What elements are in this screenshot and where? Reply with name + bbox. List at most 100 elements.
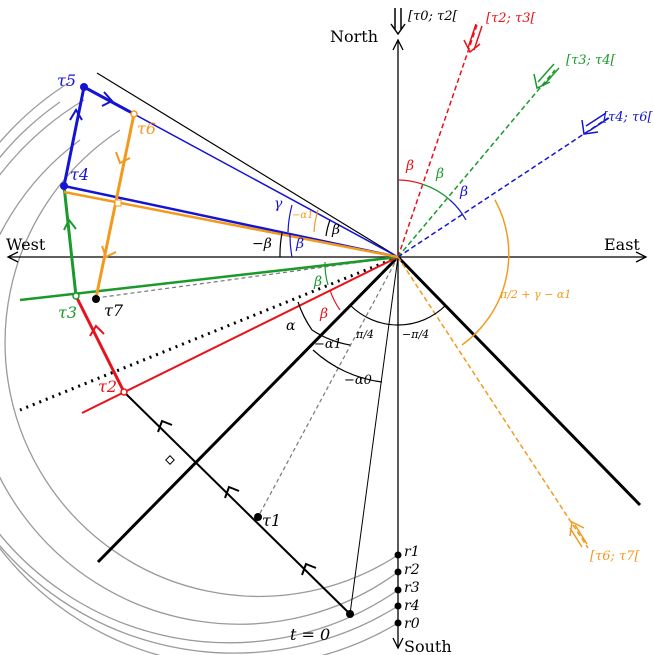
arc-gamma <box>287 204 293 233</box>
arc-r2 <box>0 139 399 625</box>
label-minus-pi4: −π/4 <box>402 328 429 341</box>
label-south: South <box>404 637 452 655</box>
label-tau7: τ7 <box>104 301 124 320</box>
arc-r4 <box>0 81 399 654</box>
sector-boundaries <box>96 255 642 564</box>
point-tau4 <box>60 182 68 190</box>
label-beta-blue-left: β <box>295 236 304 252</box>
wind-ray-green <box>397 69 556 258</box>
label-wind-1: [τ0; τ2[ <box>408 9 459 24</box>
wind-arrow-north <box>390 8 406 36</box>
black-path <box>123 391 351 615</box>
point-tau1 <box>254 513 262 521</box>
arc-minus-pi4 <box>397 304 447 326</box>
point-r1 <box>394 551 402 559</box>
angle-labels: β β β γ −α1 β −β β β β α −α1 −α0 π/4 −π/… <box>252 158 571 388</box>
trajectory-points <box>60 83 402 627</box>
wind-rays <box>397 21 609 549</box>
east-arrowhead <box>635 251 648 263</box>
label-wind-3: [τ3; τ4[ <box>566 53 617 68</box>
red-leg <box>74 295 126 393</box>
label-orange-angle: π/2 + γ − α1 <box>499 288 571 301</box>
label-gamma: γ <box>274 196 283 212</box>
wind-arrow-orange <box>569 520 588 548</box>
arc-beta-blue <box>449 199 467 221</box>
arc-r1 <box>4 129 399 598</box>
point-start <box>346 610 354 618</box>
point-tau7 <box>92 295 100 303</box>
green-leg <box>62 185 78 297</box>
point-r4 <box>394 602 402 610</box>
black-path-line <box>123 391 351 615</box>
orange-square-mark <box>114 199 122 207</box>
wind-interval-labels: [τ0; τ2[ [τ2; τ3[ [τ3; τ4[ [τ4; τ6[ [τ6;… <box>408 9 654 564</box>
right-angle-mark <box>165 455 175 465</box>
label-tau3: τ3 <box>58 303 77 322</box>
label-r0: r0 <box>404 616 420 632</box>
gray-dashed-ray-1 <box>257 256 399 518</box>
label-beta-blue: β <box>459 184 468 200</box>
label-r1: r1 <box>404 544 420 560</box>
wind-arrow-blue <box>581 112 610 135</box>
blue-chevron-2 <box>101 91 114 107</box>
orange-chevron-1 <box>115 151 131 165</box>
arc-beta-red <box>397 179 423 185</box>
label-beta-green-left: β <box>313 274 322 290</box>
label-r3: r3 <box>404 580 420 596</box>
compass-axes <box>6 38 648 650</box>
point-tau2 <box>120 388 128 396</box>
label-minus-alpha1: −α1 <box>314 337 342 352</box>
arc-alpha <box>297 301 313 331</box>
point-tau6 <box>130 110 138 118</box>
point-r2 <box>394 568 402 576</box>
arc-orange <box>461 199 510 346</box>
arc-alpha1 <box>311 329 351 346</box>
label-tau4: τ4 <box>70 165 89 184</box>
arc-beta-blue-left <box>289 233 293 258</box>
point-r0 <box>394 619 402 627</box>
label-east: East <box>604 235 640 254</box>
label-minus-alpha1-orange: −α1 <box>292 210 314 221</box>
label-beta-black: β <box>331 222 340 238</box>
blue-leg-1 <box>62 86 86 187</box>
red-path <box>74 256 399 414</box>
wind-ray-red <box>397 21 479 258</box>
wind-arrow-red <box>463 23 483 54</box>
point-tau3 <box>72 292 80 300</box>
radius-labels: r1 r2 r3 r4 r0 <box>404 544 420 632</box>
label-beta-green: β <box>435 166 444 182</box>
wind-arrows <box>390 8 610 548</box>
dotted-line <box>19 255 399 412</box>
arc-minus-beta <box>279 232 283 258</box>
green-chevron <box>63 218 77 231</box>
label-wind-4: [τ4; τ6[ <box>603 110 654 125</box>
orange-ray <box>63 190 399 259</box>
label-tau1: τ1 <box>262 511 281 530</box>
wind-arrow-green <box>533 63 560 90</box>
arc-beta-black <box>325 219 331 237</box>
orange-chevron-2 <box>101 245 117 259</box>
label-north: North <box>330 27 378 46</box>
red-ray <box>81 256 399 414</box>
label-west: West <box>6 235 46 254</box>
black-chevron-3 <box>157 419 173 433</box>
wind-ray-blue <box>397 117 609 258</box>
label-wind-2: [τ2; τ3[ <box>486 11 537 26</box>
arc-beta-green-left <box>324 261 329 286</box>
arc-alpha0 <box>312 349 383 383</box>
label-tau5: τ5 <box>57 71 76 90</box>
black-chevron-2 <box>224 485 240 499</box>
arc-pi4 <box>349 304 399 326</box>
sector-line-right <box>396 255 642 507</box>
label-beta-red: β <box>405 158 414 174</box>
arc-r0 <box>0 99 399 655</box>
label-alpha: α <box>286 318 296 334</box>
green-ray <box>19 255 399 302</box>
angle-arcs <box>279 179 510 383</box>
start-ray <box>349 256 399 615</box>
point-tau5 <box>80 83 88 91</box>
blue-leg-2 <box>83 85 135 116</box>
black-chevron-1 <box>301 562 317 576</box>
west-arrowhead <box>6 251 19 263</box>
